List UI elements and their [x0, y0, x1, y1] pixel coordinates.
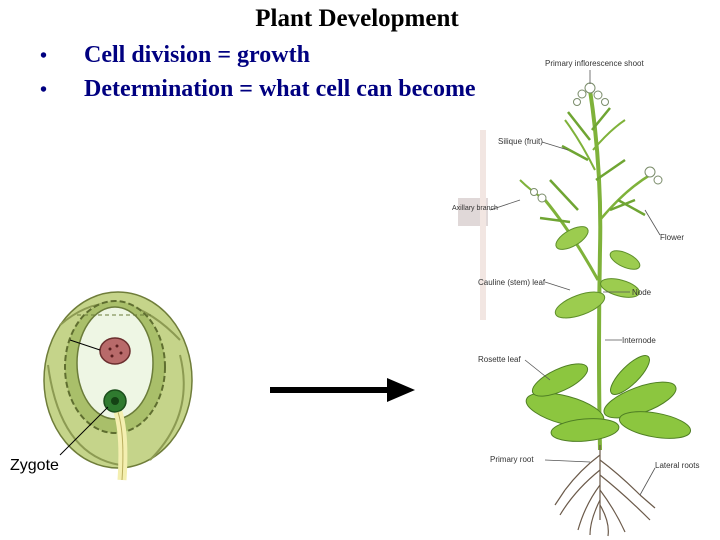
bullet-item: • Cell division = growth	[40, 38, 476, 72]
cauline-leaves	[554, 226, 641, 319]
bullet-text: Cell division = growth	[84, 42, 310, 68]
label-internode: Internode	[622, 336, 656, 345]
slide-title-text: Plant Development	[255, 5, 459, 32]
bullet-text: Determination = what cell can become	[84, 76, 476, 102]
ovule-illustration: Zygote	[10, 291, 193, 481]
label-node: Node	[632, 288, 652, 297]
label-axillary-branch: Axillary branch	[452, 205, 498, 212]
label-lateral-roots: Lateral roots	[655, 461, 699, 470]
plant-illustration: Primary inflorescence shoot Silique (fru…	[452, 59, 699, 537]
zygote-label: Zygote	[10, 457, 59, 474]
label-leader-lines	[489, 70, 661, 496]
rosette-leaves	[525, 355, 692, 442]
bullet-dot-icon: •	[40, 79, 48, 101]
label-primary-inflorescence-shoot: Primary inflorescence shoot	[545, 59, 644, 68]
label-primary-root: Primary root	[490, 455, 534, 464]
bullet-dot-icon: •	[40, 45, 48, 67]
label-silique: Silique (fruit)	[498, 137, 543, 146]
label-rosette-leaf: Rosette leaf	[478, 355, 521, 364]
flower-buds	[530, 82, 663, 203]
development-arrow	[270, 378, 415, 402]
bullet-item: • Determination = what cell can become	[40, 72, 476, 106]
siliques	[539, 107, 646, 224]
label-cauline-leaf: Cauline (stem) leaf	[478, 278, 546, 287]
pollen-tube	[113, 410, 128, 481]
plant-labels: Primary inflorescence shoot Silique (fru…	[452, 59, 699, 470]
root-system	[554, 445, 656, 537]
zygote-pointer-line	[59, 406, 109, 456]
plant-figure-shading	[480, 130, 486, 320]
slide-title: Plant Development	[0, 5, 720, 33]
nucleus-pointer-line	[69, 339, 101, 351]
bullet-list: • Cell division = growth • Determination =…	[40, 38, 476, 106]
central-cell-nucleus	[99, 337, 131, 365]
label-flower: Flower	[660, 233, 684, 242]
zygote-cell	[103, 389, 127, 413]
